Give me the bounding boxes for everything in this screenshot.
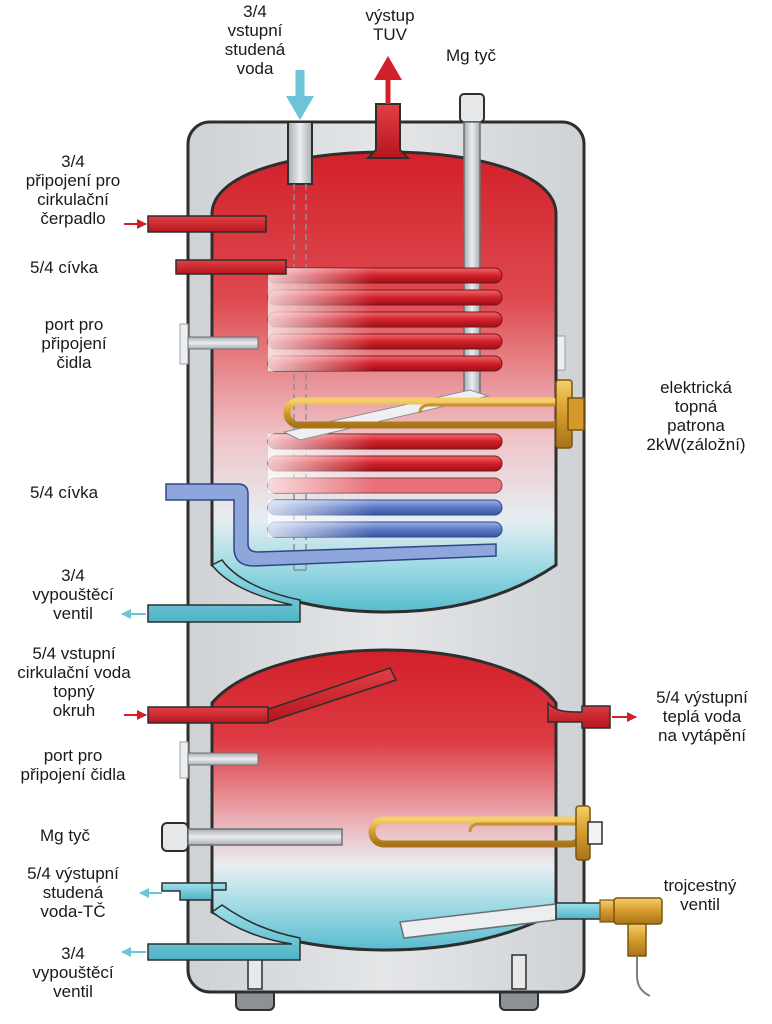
three-way-valve-assembly — [399, 897, 663, 997]
tuv-outlet-pipe — [365, 103, 411, 159]
electric-heater-lower — [368, 805, 603, 861]
circ-pump-pipe — [147, 215, 267, 233]
inner-supports — [247, 954, 527, 990]
heating-inlet-pipe — [147, 667, 398, 724]
coil-top-pipe — [175, 259, 287, 275]
label-coil-bottom: 5/4 cívka — [30, 483, 99, 502]
upper-coil-blue — [267, 499, 503, 538]
lower-tank — [210, 648, 558, 952]
tuv-outlet-arrowhead — [374, 56, 402, 80]
heating-outlet-pipe — [547, 701, 611, 729]
electric-heater — [283, 379, 585, 449]
label-coil-top: 5/4 cívka — [30, 258, 99, 277]
label-mg-rod-top: Mg tyč — [446, 46, 497, 65]
drain-top-pipe — [147, 559, 301, 623]
upper-coil-red — [267, 267, 503, 494]
coil-bottom-pipe — [165, 483, 497, 567]
drain-bottom-pipe — [147, 904, 301, 961]
mg-rod-bottom — [161, 822, 343, 852]
sensor-port-upper — [187, 336, 259, 350]
cold-outlet-tc-pipe — [161, 882, 227, 901]
sensor-port-lower — [187, 752, 259, 766]
label-mg-rod-bottom: Mg tyč — [40, 826, 91, 845]
cold-inlet-arrowhead — [286, 96, 314, 120]
